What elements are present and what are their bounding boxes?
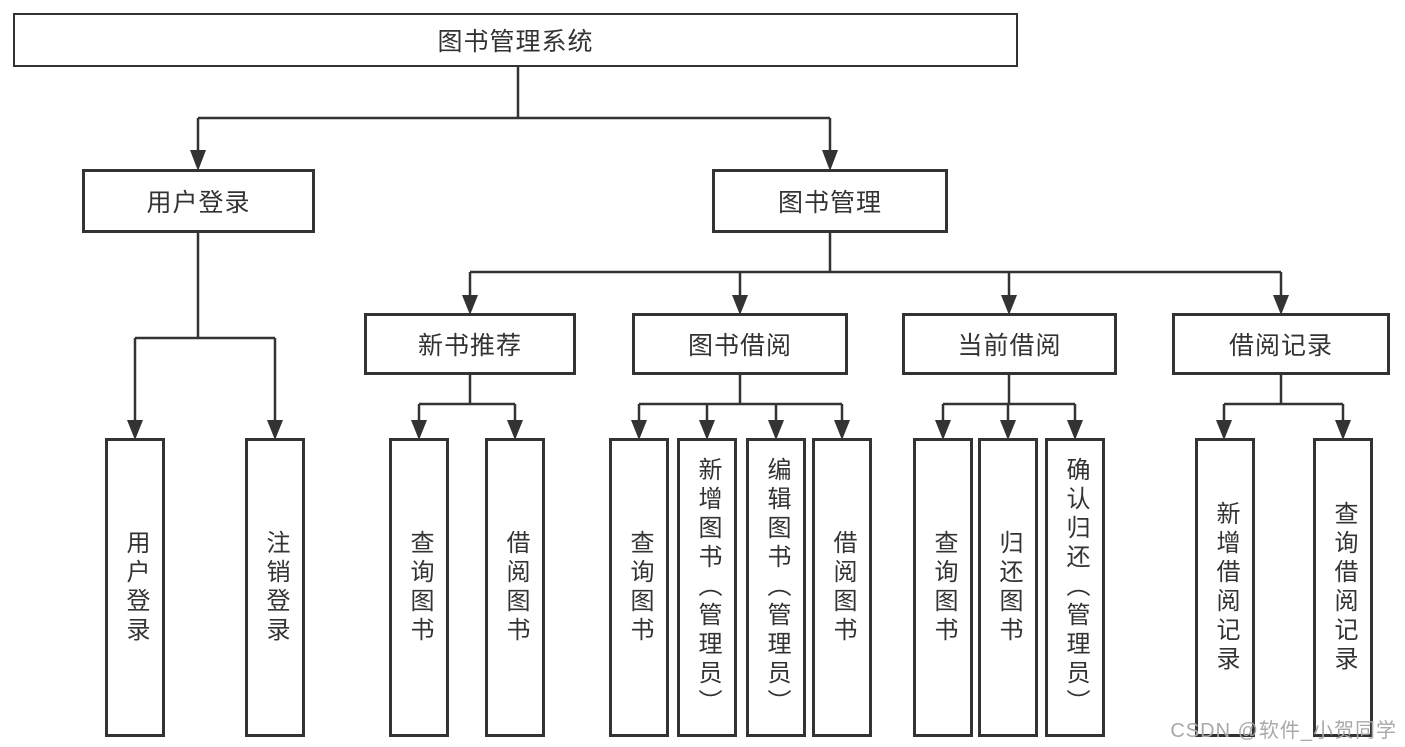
leaf-logout: 注销登录 bbox=[245, 438, 305, 737]
leaf-borrow-books-recommend: 借阅图书 bbox=[485, 438, 545, 737]
leaf-query-borrow-record-label: 查询借阅记录 bbox=[1330, 500, 1357, 675]
leaf-return-book: 归还图书 bbox=[978, 438, 1038, 737]
leaf-query-books-recommend-label: 查询图书 bbox=[406, 529, 433, 646]
node-new-book-recommend: 新书推荐 bbox=[364, 313, 576, 375]
node-borrow-records-label: 借阅记录 bbox=[1228, 332, 1333, 360]
watermark-text: CSDN @软件_小贺同学 bbox=[1170, 720, 1397, 742]
leaf-borrow-books: 借阅图书 bbox=[812, 438, 872, 737]
leaf-add-book-admin: 新增图书（管理员） bbox=[677, 438, 737, 737]
leaf-borrow-books-label: 借阅图书 bbox=[829, 529, 856, 646]
leaf-borrow-books-recommend-label: 借阅图书 bbox=[502, 529, 529, 646]
node-new-book-recommend-label: 新书推荐 bbox=[417, 332, 522, 360]
node-user-login-label: 用户登录 bbox=[146, 189, 251, 217]
node-book-borrow: 图书借阅 bbox=[632, 313, 848, 375]
leaf-query-books-borrow-label: 查询图书 bbox=[626, 529, 653, 646]
leaf-confirm-return-admin: 确认归还（管理员） bbox=[1045, 438, 1105, 737]
leaf-add-borrow-record: 新增借阅记录 bbox=[1195, 438, 1255, 737]
leaf-query-books-borrow: 查询图书 bbox=[609, 438, 669, 737]
node-user-login: 用户登录 bbox=[82, 169, 315, 233]
leaf-user-login-label: 用户登录 bbox=[122, 529, 149, 646]
leaf-confirm-return-admin-label: 确认归还（管理员） bbox=[1062, 457, 1089, 718]
node-current-borrow: 当前借阅 bbox=[902, 313, 1117, 375]
node-library-system-label: 图书管理系统 bbox=[437, 28, 594, 56]
leaf-edit-book-admin: 编辑图书（管理员） bbox=[746, 438, 806, 737]
leaf-return-book-label: 归还图书 bbox=[995, 529, 1022, 646]
leaf-edit-book-admin-label: 编辑图书（管理员） bbox=[763, 457, 790, 718]
node-book-management: 图书管理 bbox=[712, 169, 948, 233]
leaf-logout-label: 注销登录 bbox=[262, 529, 289, 646]
leaf-add-borrow-record-label: 新增借阅记录 bbox=[1212, 500, 1239, 675]
leaf-add-book-admin-label: 新增图书（管理员） bbox=[694, 457, 721, 718]
leaf-query-books-recommend: 查询图书 bbox=[389, 438, 449, 737]
node-borrow-records: 借阅记录 bbox=[1172, 313, 1390, 375]
node-book-management-label: 图书管理 bbox=[777, 189, 882, 217]
leaf-query-books-current-label: 查询图书 bbox=[930, 529, 957, 646]
leaf-query-books-current: 查询图书 bbox=[913, 438, 973, 737]
node-current-borrow-label: 当前借阅 bbox=[957, 332, 1062, 360]
leaf-query-borrow-record: 查询借阅记录 bbox=[1313, 438, 1373, 737]
leaf-user-login: 用户登录 bbox=[105, 438, 165, 737]
node-library-system: 图书管理系统 bbox=[13, 13, 1018, 67]
node-book-borrow-label: 图书借阅 bbox=[687, 332, 792, 360]
